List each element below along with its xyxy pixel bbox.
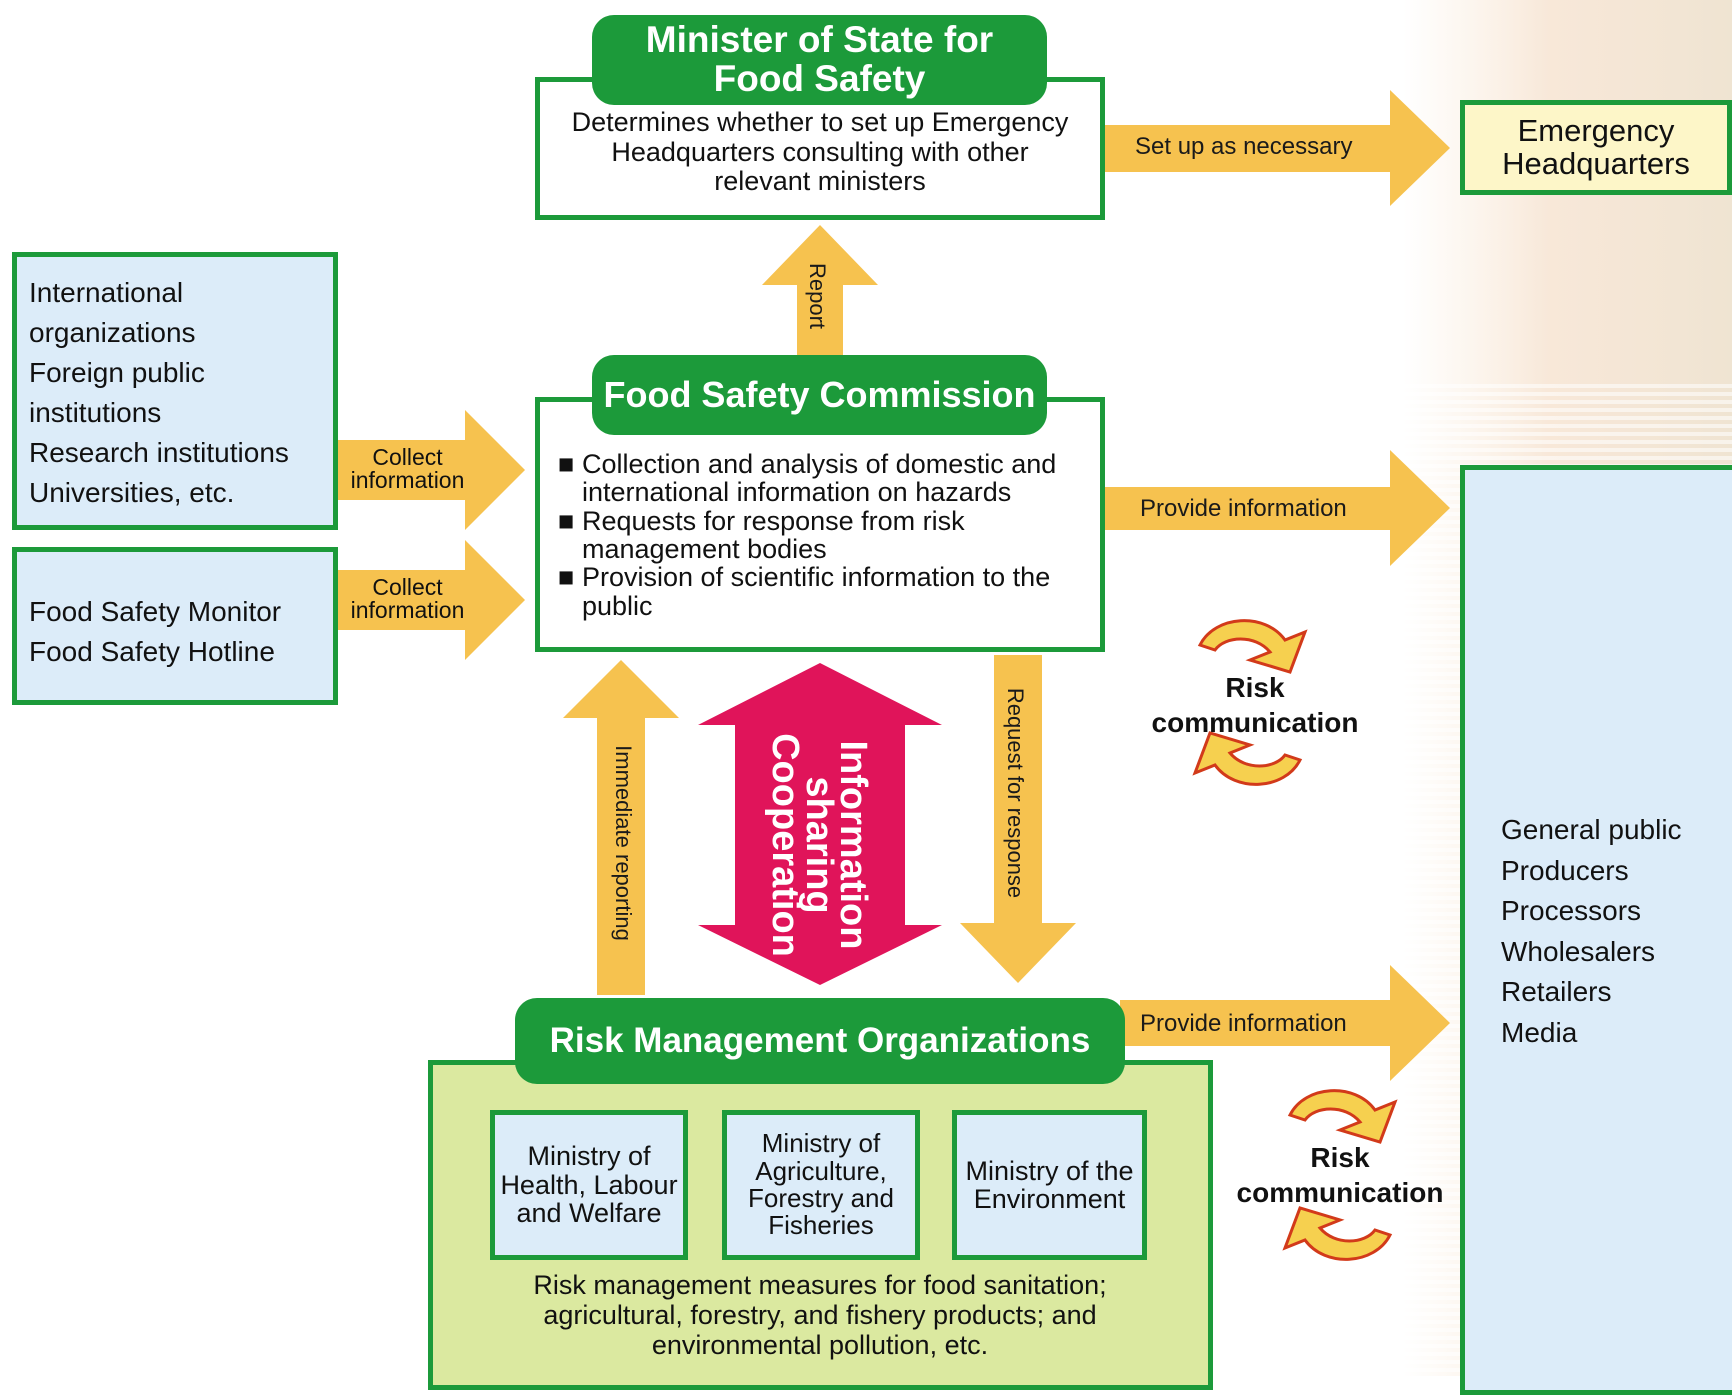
commission-item-text: Provision of scientific information to t… [582,562,1051,621]
info-sharing-line2: sharing [798,776,840,914]
monitors-box: Food Safety Monitor Food Safety Hotline [12,547,338,705]
list-item: General public [1501,814,1682,845]
commission-item: ■Collection and analysis of domestic and… [558,450,1083,507]
setup-label: Set up as necessary [1135,133,1353,160]
ministry-agriculture: Ministry of Agriculture, Forestry and Fi… [722,1110,920,1260]
risk-comm-1-line2: communication [1151,707,1359,738]
provide-arrow-1 [1105,450,1450,566]
provide-arrow-2 [1120,965,1450,1081]
list-item: Processors [1501,895,1642,926]
commission-item: ■Requests for response from risk managem… [558,507,1083,564]
minister-title-line2: Food Safety [713,58,926,99]
bullet-mark: ■ [558,505,575,536]
commission-items: ■Collection and analysis of domestic and… [558,450,1083,620]
public-list: General public Producers Processors Whol… [1501,810,1732,1053]
risk-cycle-2 [1282,1089,1398,1261]
info-sharing-line3: Cooperation [764,733,806,957]
list-item: Retailers [1501,976,1612,1007]
immediate-arrow [563,660,679,995]
commission-box [535,397,1105,652]
commission-title: Food Safety Commission [592,355,1047,435]
ministry-health: Ministry of Health, Labour and Welfare [490,1110,688,1260]
external-sources-box: International organizations Foreign publ… [12,252,338,530]
list-item: Wholesalers [1501,935,1656,967]
list-item: Media [1501,1016,1578,1048]
minister-title: Minister of State for Food Safety [592,15,1047,105]
ministry-environment: Ministry of the Environment [952,1110,1147,1260]
list-item: Universities, etc. [29,477,235,508]
list-item: Research institutions [29,437,289,468]
request-for-response-label: Request for response [1003,687,1028,899]
report-arrow [762,225,878,355]
bullet-mark: ■ [558,562,575,593]
risk-comm-2-line2: communication [1236,1177,1444,1208]
emergency-line1: Emergency [1517,112,1675,148]
info-sharing-arrow [698,663,942,985]
rmo-note: Risk management measures for food sanita… [533,1270,1107,1361]
list-item: Producers [1501,854,1629,886]
list-item: Foreign public institutions [29,357,205,428]
commission-item-text: Requests for response from risk manageme… [582,505,965,565]
immediate-reporting-label: Immediate reporting [611,745,636,941]
external-sources-list: International organizations Foreign publ… [29,273,321,513]
list-item: Food Safety Monitor [29,596,282,627]
collect-label-2: Collect information [350,574,465,623]
request-arrow [960,655,1076,983]
collect-arrow-2 [338,540,525,660]
info-sharing-text: Information sharing Cooperation [764,695,874,995]
list-item: International organizations [29,277,196,348]
report-label: Report [805,262,830,330]
risk-comm-2-line1: Risk [1310,1142,1370,1173]
risk-communication-2: Risk communication [1225,1140,1455,1210]
list-item: Food Safety Hotline [29,636,275,667]
commission-item: ■Provision of scientific information to … [558,563,1083,620]
collect-label-1: Collect information [350,444,465,493]
public-box: General public Producers Processors Whol… [1460,465,1732,1395]
rmo-title: Risk Management Organizations [515,998,1125,1084]
monitors-list: Food Safety Monitor Food Safety Hotline [29,592,321,672]
setup-arrow [1105,90,1450,206]
emergency-line2: Headquarters [1502,145,1690,181]
bullet-mark: ■ [558,449,575,479]
minister-title-line1: Minister of State for [645,19,994,61]
info-sharing-line1: Information [832,740,874,950]
provide-label-1: Provide information [1140,495,1347,522]
minister-description: Determines whether to set up Emergency H… [571,107,1069,197]
risk-cycle-1 [1192,619,1308,786]
risk-comm-1-line1: Risk [1225,672,1285,703]
risk-communication-1: Risk communication [1140,670,1370,740]
commission-item-text: Collection and analysis of domestic and … [582,449,1057,508]
provide-label-2: Provide information [1140,1010,1347,1037]
emergency-hq-box: Emergency Headquarters [1460,100,1732,195]
collect-arrow-1 [338,410,525,530]
